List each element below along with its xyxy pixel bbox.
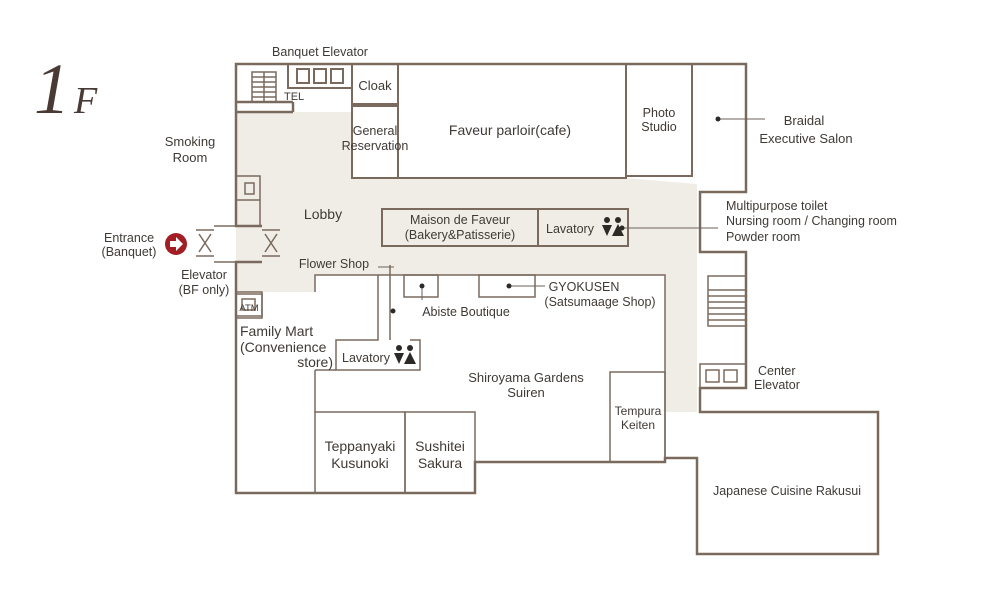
label-braidal: Braidal [784,113,825,128]
label-reservation: Reservation [342,139,409,153]
entrance-arrow-icon [165,233,187,255]
label-store: store) [297,354,333,370]
label-bakery-patisserie: (Bakery&Patisserie) [405,228,515,242]
leader-dots [390,116,721,314]
label-cloak: Cloak [358,78,392,93]
label-satsumaage-shop: (Satsumaage Shop) [544,295,655,309]
label-center: Center [758,364,796,378]
leader-lines [378,118,765,300]
label-suiren: Suiren [507,385,545,400]
label-faveur-parloir: Faveur parloir(cafe) [449,122,571,138]
label-maison-de-faveur: Maison de Faveur [410,213,510,227]
label-center-elevator: Elevator [754,378,800,392]
label-lavatory-lower: Lavatory [342,351,391,365]
entrance-doors [196,225,280,263]
label-tempura: Tempura [615,404,662,418]
label-abiste-boutique: Abiste Boutique [422,305,510,319]
label-lavatory-upper: Lavatory [546,222,595,236]
floor-number: 1 [34,49,70,129]
label-studio: Studio [641,120,676,134]
label-sushitei: Sushitei [415,438,465,454]
restroom-icon-lower [394,345,416,364]
floor-letter: F [73,80,98,122]
label-sakura: Sakura [418,455,463,471]
label-elevator: Elevator [181,268,227,282]
label-convenience: (Convenience [240,339,327,355]
label-lobby: Lobby [304,206,342,222]
stairs-right [707,275,747,327]
label-banquet: (Banquet) [102,245,157,259]
upper-rooms [287,63,693,179]
label-photo: Photo [643,106,676,120]
bf-elevator [235,291,263,319]
label-atm: ATM [239,303,258,314]
label-nursing-room: Nursing room / Changing room [726,214,897,228]
label-kusunoki: Kusunoki [331,455,389,471]
label-general: General [353,124,397,138]
label-entrance: Entrance [104,231,154,245]
label-shiroyama-gardens: Shiroyama Gardens [468,370,584,385]
label-japanese-cuisine-rakusui: Japanese Cuisine Rakusui [713,484,861,498]
label-gyokusen: GYOKUSEN [549,280,620,294]
label-bf-only: (BF only) [179,283,230,297]
label-teppanyaki: Teppanyaki [325,438,396,454]
restroom-icon [602,217,624,236]
lower-shops [314,265,666,494]
center-elevator [699,363,747,389]
label-family-mart: Family Mart [240,323,313,339]
stairs-upper [251,71,277,103]
label-banquet-elevator: Banquet Elevator [272,45,368,59]
lobby-area [236,112,697,412]
label-powder-room: Powder room [726,230,800,244]
label-multipurpose-toilet: Multipurpose toilet [726,199,828,213]
label-smoking: Smoking [165,134,216,149]
label-tel: TEL [284,91,304,103]
label-room: Room [173,150,208,165]
label-keiten: Keiten [621,418,655,432]
label-flower-shop: Flower Shop [299,257,369,271]
label-executive-salon: Executive Salon [759,131,852,146]
